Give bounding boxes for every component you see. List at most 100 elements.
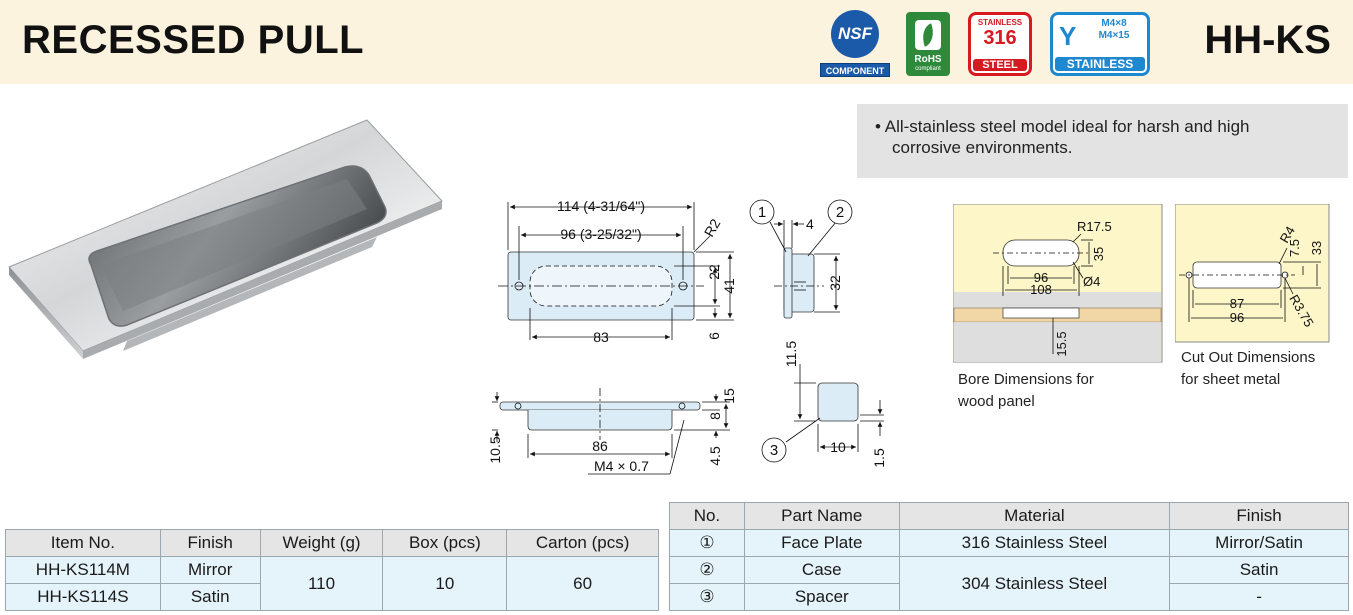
- dim-32: 32: [827, 275, 843, 291]
- bore-diagram: R17.5 35 96 108 Ø4 15.5: [953, 204, 1163, 363]
- item-weight: 110: [259, 556, 384, 611]
- dim-15: 15: [721, 388, 737, 404]
- bore-r17-5: R17.5: [1077, 219, 1112, 234]
- part-material: 304 Stainless Steel: [898, 556, 1171, 611]
- part-finish: -: [1169, 583, 1349, 611]
- part-finish: Mirror/Satin: [1169, 529, 1349, 557]
- bore-108: 108: [1030, 282, 1052, 297]
- item-finish: Satin: [159, 583, 261, 611]
- cutout-caption-line-2: for sheet metal: [1181, 371, 1281, 388]
- feature-line-2: corrosive environments.: [892, 138, 1073, 157]
- steel-top-label: STAINLESS: [977, 18, 1023, 27]
- dim-86: 86: [592, 438, 608, 454]
- part-3-label: 3: [770, 442, 778, 459]
- dim-10-5: 10.5: [488, 436, 503, 463]
- col-no: No.: [669, 502, 745, 530]
- col-item-no: Item No.: [5, 529, 161, 557]
- bore-phi4: Ø4: [1083, 274, 1100, 289]
- part-no: ①: [669, 529, 745, 557]
- part-finish: Satin: [1169, 556, 1349, 584]
- feature-box: • All-stainless steel model ideal for ha…: [857, 104, 1348, 178]
- dim-10: 10: [830, 439, 846, 455]
- part-no: ③: [669, 583, 745, 611]
- col-part-finish: Finish: [1169, 502, 1349, 530]
- table-row: HH-KS114M Mirror 110 10 60: [5, 556, 659, 611]
- product-image: [8, 119, 443, 359]
- leaf-icon: [915, 20, 941, 50]
- bore-96: 96: [1034, 270, 1048, 285]
- col-weight: Weight (g): [259, 529, 384, 557]
- cutout-caption-line-1: Cut Out Dimensions: [1181, 349, 1316, 366]
- item-no: HH-KS114S: [5, 583, 161, 611]
- cutout-87: 87: [1230, 296, 1244, 311]
- technical-drawing: 114 (4-31/64") 96 (3-25/32") 83 R2 22 41…: [488, 198, 887, 475]
- dim-22: 22: [706, 264, 722, 280]
- item-table: Item No. Finish Weight (g) Box (pcs) Car…: [5, 529, 659, 611]
- cutout-33: 33: [1309, 241, 1324, 255]
- nsf-logo: NSF: [831, 10, 879, 58]
- rohs-label: RoHS: [914, 54, 942, 65]
- table-row: ② Case 304 Stainless Steel Satin: [669, 556, 1349, 611]
- dim-96: 96 (3-25/32"): [560, 226, 641, 242]
- rohs-sub: compliant: [915, 66, 941, 72]
- rohs-badge: RoHS compliant: [906, 12, 950, 76]
- part-1-label: 1: [758, 204, 766, 221]
- col-carton: Carton (pcs): [506, 529, 659, 557]
- stainless-316-badge: STAINLESS 316 STEEL: [968, 12, 1032, 76]
- col-finish: Finish: [159, 529, 261, 557]
- dim-r2: R2: [701, 216, 724, 240]
- part-2-label: 2: [836, 204, 844, 221]
- thread-size: M4 × 0.7: [594, 458, 649, 474]
- col-material: Material: [898, 502, 1171, 530]
- feature-line-1: • All-stainless steel model ideal for ha…: [875, 117, 1250, 136]
- item-finish: Mirror: [159, 556, 261, 584]
- dim-1-5: 1.5: [871, 448, 887, 468]
- cutout-diagram: R4 7.5 33 87 96 R3.75: [1175, 204, 1330, 343]
- dim-6: 6: [706, 332, 722, 340]
- item-box: 10: [382, 556, 508, 611]
- bore-caption: Bore Dimensions for wood panel: [958, 369, 1094, 413]
- cutout-7-5: 7.5: [1287, 239, 1302, 257]
- bore-caption-line-1: Bore Dimensions for: [958, 371, 1094, 388]
- dim-11-5: 11.5: [783, 341, 799, 367]
- dim-4: 4: [806, 216, 814, 232]
- screw-icon: Y: [1059, 21, 1077, 51]
- part-no: ②: [669, 556, 745, 584]
- item-no: HH-KS114M: [5, 556, 161, 584]
- parts-table-header: No. Part Name Material Finish: [669, 502, 1349, 530]
- steel-grade: 316: [983, 27, 1017, 49]
- dim-114: 114 (4-31/64"): [557, 198, 645, 214]
- nsf-badge: NSF COMPONENT: [820, 10, 890, 78]
- item-carton: 60: [506, 556, 659, 611]
- page-title: RECESSED PULL: [22, 18, 365, 62]
- screw-stainless-label: STAINLESS: [1055, 57, 1145, 71]
- table-row: ③ Spacer -: [669, 583, 1349, 611]
- dim-8: 8: [707, 412, 723, 420]
- screw-size-1: M4×8: [1101, 18, 1127, 29]
- cutout-r4: R4: [1277, 224, 1298, 246]
- page-header: RECESSED PULL NSF COMPONENT RoHS complia…: [0, 0, 1353, 84]
- col-part-name: Part Name: [743, 502, 900, 530]
- part-name: Case: [743, 556, 900, 584]
- screw-badge: Y M4×8 M4×15 STAINLESS: [1050, 12, 1150, 76]
- table-row: HH-KS114S Satin: [5, 583, 659, 611]
- item-table-header: Item No. Finish Weight (g) Box (pcs) Car…: [5, 529, 659, 557]
- dim-4-5: 4.5: [707, 446, 723, 466]
- parts-table: No. Part Name Material Finish ① Face Pla…: [669, 502, 1349, 611]
- bore-15-5: 15.5: [1054, 331, 1069, 356]
- col-box: Box (pcs): [382, 529, 508, 557]
- steel-bottom-label: STEEL: [973, 59, 1027, 71]
- bore-caption-line-2: wood panel: [958, 393, 1035, 410]
- model-number: HH-KS: [1204, 18, 1331, 62]
- cutout-caption: Cut Out Dimensions for sheet metal: [1181, 347, 1315, 391]
- part-name: Face Plate: [743, 529, 900, 557]
- screw-size-2: M4×15: [1098, 30, 1130, 41]
- dim-41: 41: [721, 278, 737, 294]
- cutout-96: 96: [1230, 310, 1244, 325]
- bore-35: 35: [1091, 247, 1106, 261]
- part-material: 316 Stainless Steel: [898, 529, 1171, 557]
- table-row: ① Face Plate 316 Stainless Steel Mirror/…: [669, 529, 1349, 557]
- part-name: Spacer: [743, 583, 900, 611]
- dim-83: 83: [593, 329, 609, 345]
- nsf-component-label: COMPONENT: [820, 63, 890, 77]
